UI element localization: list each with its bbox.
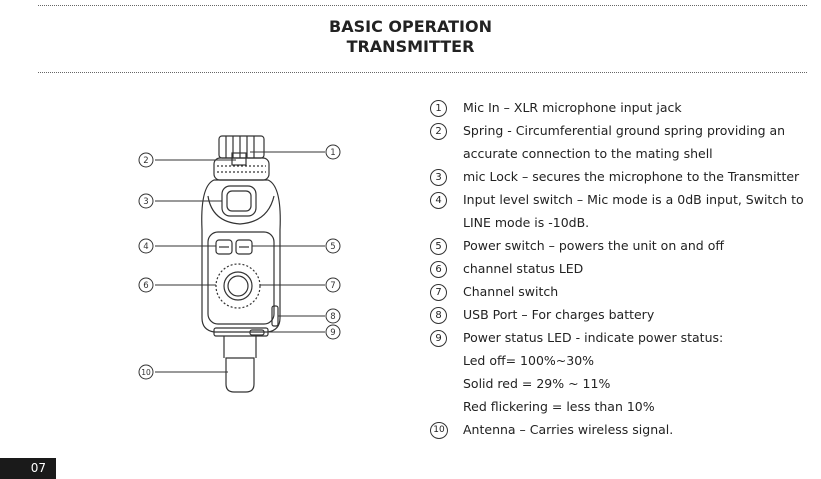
list-item: 3 mic Lock – secures the microphone to th… (430, 165, 820, 188)
list-item: 7 Channel switch (430, 280, 820, 303)
list-item: 10 Antenna – Carries wireless signal. (430, 418, 820, 441)
channel-switch (223, 271, 253, 301)
antenna (225, 357, 255, 393)
page-number: 07 (0, 458, 56, 479)
callout-1: 1 (330, 148, 335, 158)
list-item: 2 Spring - Circumferential ground spring … (430, 119, 820, 165)
control-panel (207, 231, 275, 325)
item-number: 3 (430, 169, 447, 186)
header-divider (38, 72, 807, 73)
item-text: Solid red = 29% ~ 11% (463, 376, 611, 391)
channel-status-led-ring (215, 263, 261, 309)
callout-9: 9 (330, 328, 335, 338)
list-item: 4 Input level switch – Mic mode is a 0dB … (430, 188, 820, 234)
callout-3: 3 (143, 197, 148, 207)
item-text: channel status LED (463, 261, 584, 276)
callout-5: 5 (330, 242, 335, 252)
item-number: 8 (430, 307, 447, 324)
item-text: Red flickering = less than 10% (463, 399, 655, 414)
list-item: 8 USB Port – For charges battery (430, 303, 820, 326)
input-level-switch (215, 239, 233, 255)
item-text: Power status LED - indicate power status… (463, 330, 724, 345)
callout-7: 7 (330, 281, 335, 291)
item-text: Mic In – XLR microphone input jack (463, 100, 682, 115)
power-switch (235, 239, 253, 255)
callout-6: 6 (143, 281, 148, 291)
list-item: 9 Power status LED - indicate power statu… (430, 326, 820, 418)
callout-10: 10 (141, 368, 151, 377)
callout-2: 2 (143, 156, 148, 166)
item-text: Antenna – Carries wireless signal. (463, 422, 674, 437)
item-number: 10 (430, 422, 448, 439)
item-number: 2 (430, 123, 447, 140)
callout-8: 8 (330, 312, 335, 322)
page-title: BASIC OPERATION (329, 17, 492, 36)
item-text: Channel switch (463, 284, 559, 299)
list-item: 5 Power switch – powers the unit on and o… (430, 234, 820, 257)
item-text: Spring - Circumferential ground spring p… (463, 123, 786, 138)
item-text: mic Lock – secures the microphone to the… (463, 169, 800, 184)
item-number: 6 (430, 261, 447, 278)
item-number: 7 (430, 284, 447, 301)
item-text: Input level switch – Mic mode is a 0dB i… (463, 192, 804, 207)
item-text: accurate connection to the mating shell (463, 146, 713, 161)
list-item: 1 Mic In – XLR microphone input jack (430, 96, 820, 119)
item-text: Power switch – powers the unit on and of… (463, 238, 724, 253)
parts-list: 1 Mic In – XLR microphone input jack 2 Spri… (430, 96, 820, 441)
item-text: Led off= 100%~30% (463, 353, 595, 368)
transmitter-body (201, 179, 281, 333)
list-item: 6 channel status LED (430, 257, 820, 280)
top-divider (38, 5, 807, 6)
item-number: 1 (430, 100, 447, 117)
ground-spring (213, 157, 270, 181)
callout-4: 4 (143, 242, 148, 252)
xlr-latch (231, 152, 247, 166)
item-text: USB Port – For charges battery (463, 307, 655, 322)
page-subtitle: TRANSMITTER (346, 37, 475, 56)
usb-port (271, 305, 279, 327)
item-number: 4 (430, 192, 447, 209)
item-text: LINE mode is -10dB. (463, 215, 590, 230)
item-number: 9 (430, 330, 447, 347)
item-number: 5 (430, 238, 447, 255)
